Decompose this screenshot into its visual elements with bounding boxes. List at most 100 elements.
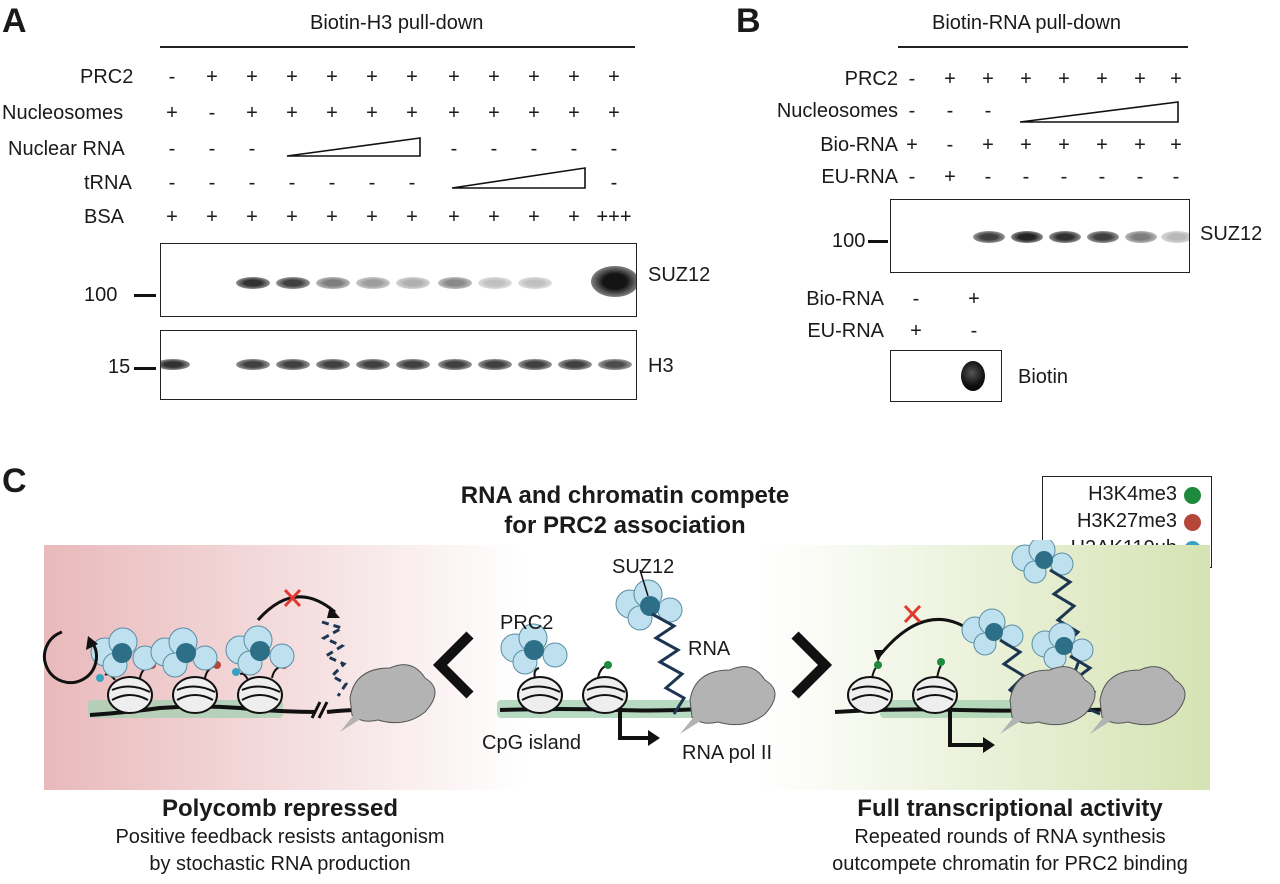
panel-a-suz12-label: SUZ12 [648,264,711,286]
panel-a-sign: - [208,138,216,160]
panel-a-sign: - [248,172,256,194]
panel-b-biotin-row-label: EU-RNA [807,320,884,342]
panel-b-biotin-sign: - [912,288,920,310]
left-prc2-3 [225,625,295,676]
panel-a-sign: + [448,102,460,124]
panel-c-diagram [43,540,1210,790]
panel-a-sign: + [286,102,298,124]
label-suz12: SUZ12 [612,556,675,578]
panel-a-sign: + [246,102,258,124]
panel-c-title-line1: RNA and chromatin compete [460,482,790,509]
panel-b-sign: + [1170,134,1182,156]
panel-a-suz12-marker: 100 [84,284,118,306]
panel-a-suz12-band [356,277,390,289]
panel-a-h3-band [396,359,430,370]
right-nucleosome-2 [912,676,958,714]
right-tss-arrow [948,708,985,747]
panel-a-h3-band [518,359,552,370]
panel-b-suz12-band [973,231,1005,243]
left-nucleosome-2 [172,676,218,714]
panel-a-sign: + [528,206,540,228]
panel-b-sign: - [1172,166,1180,188]
panel-a-sign: + [568,102,580,124]
panel-a-row-label: tRNA [84,172,132,194]
panel-b-sign: - [1098,166,1106,188]
panel-a-sign: + [568,206,580,228]
panel-a-sign: - [570,138,578,160]
panel-a-sign: - [168,138,176,160]
panel-a-sign: - [368,172,376,194]
left-nucleosome-1 [107,676,153,714]
panel-a-suz12-band [438,277,472,289]
panel-a-suz12-band [591,266,636,298]
right-nucleosome-1 [847,676,893,714]
center-prc2 [500,623,568,675]
panel-a-sign: + [448,206,460,228]
legend-dot-icon [1184,514,1201,531]
panel-c-letter: C [2,462,27,500]
panel-b-suz12-label: SUZ12 [1200,223,1263,245]
left-title: Polycomb repressed [161,795,399,822]
right-rna-pol-ii-2 [1090,666,1186,734]
panel-b-suz12-band [1125,231,1157,243]
panel-b-sign: - [946,100,954,122]
panel-b-biotin-label: Biotin [1018,366,1069,388]
panel-a-sign: + [286,66,298,88]
panel-c-title-line2: for PRC2 association [504,512,746,539]
panel-b-sign: + [944,166,956,188]
left-nucleosome-3 [237,676,283,714]
right-prc2-2 [1011,540,1074,584]
panel-b-title: Biotin-RNA pull-down [932,12,1121,34]
panel-b-sign: + [1096,68,1108,90]
panel-b-sign: + [906,134,918,156]
panel-a-sign: + [528,66,540,88]
panel-a-sign: + [406,102,418,124]
panel-a-letter: A [2,2,27,40]
legend-dot-icon [1184,487,1201,504]
panel-a-sign: - [208,172,216,194]
panel-b-suz12-marker: 100 [832,230,866,252]
panel-a-row-label: Nuclear RNA [8,138,125,160]
panel-a-title: Biotin-H3 pull-down [310,12,484,34]
panel-a-row-label: BSA [84,206,125,228]
panel-a-suz12-band [396,277,430,289]
panel-a-sign: + [166,102,178,124]
panel-a-suz12-blot [160,243,637,317]
left-feedback-arrow [43,630,98,684]
legend-label: H3K27me3 [1076,510,1177,532]
center-nucleosome-2 [582,676,628,714]
legend-label: H3K4me3 [1088,483,1177,505]
left-prc2-2 [150,627,218,678]
right-rna-pol-ii-1 [1000,666,1096,734]
panel-a-sign: +++ [596,206,632,228]
panel-b-biotin-sign: + [968,288,980,310]
panel-a-sign: - [168,172,176,194]
label-cpg-island: CpG island [482,732,581,754]
panel-b-sign: - [984,100,992,122]
panel-a-sign: - [408,172,416,194]
panel-b-letter: B [736,2,761,40]
panel-a-sign: + [326,66,338,88]
panel-a-h3-band [356,359,390,370]
panel-a-sign: + [366,206,378,228]
panel-a-trna-wedge [451,167,586,189]
panel-b-sign: + [1170,68,1182,90]
panel-a-suz12-band [236,277,270,289]
panel-b-biotin-blot [890,350,1002,402]
panel-b-sign: - [908,166,916,188]
panel-b-biotin-dot [961,361,985,391]
panel-a-sign: + [406,66,418,88]
right-subtitle-line2: outcompete chromatin for PRC2 binding [832,853,1188,875]
panel-b-sign: + [1020,68,1032,90]
panel-b-sign: - [908,100,916,122]
panel-a-h3-band [316,359,350,370]
panel-a-sign: + [246,206,258,228]
panel-a-h3-band [276,359,310,370]
left-chevron [432,631,474,699]
panel-a-sign: + [366,66,378,88]
panel-a-suz12-band [478,277,512,289]
panel-a-nuclear-rna-wedge [286,137,421,157]
center-rna [651,612,687,715]
panel-a-sign: + [326,206,338,228]
center-rna-pol-ii [680,666,776,734]
